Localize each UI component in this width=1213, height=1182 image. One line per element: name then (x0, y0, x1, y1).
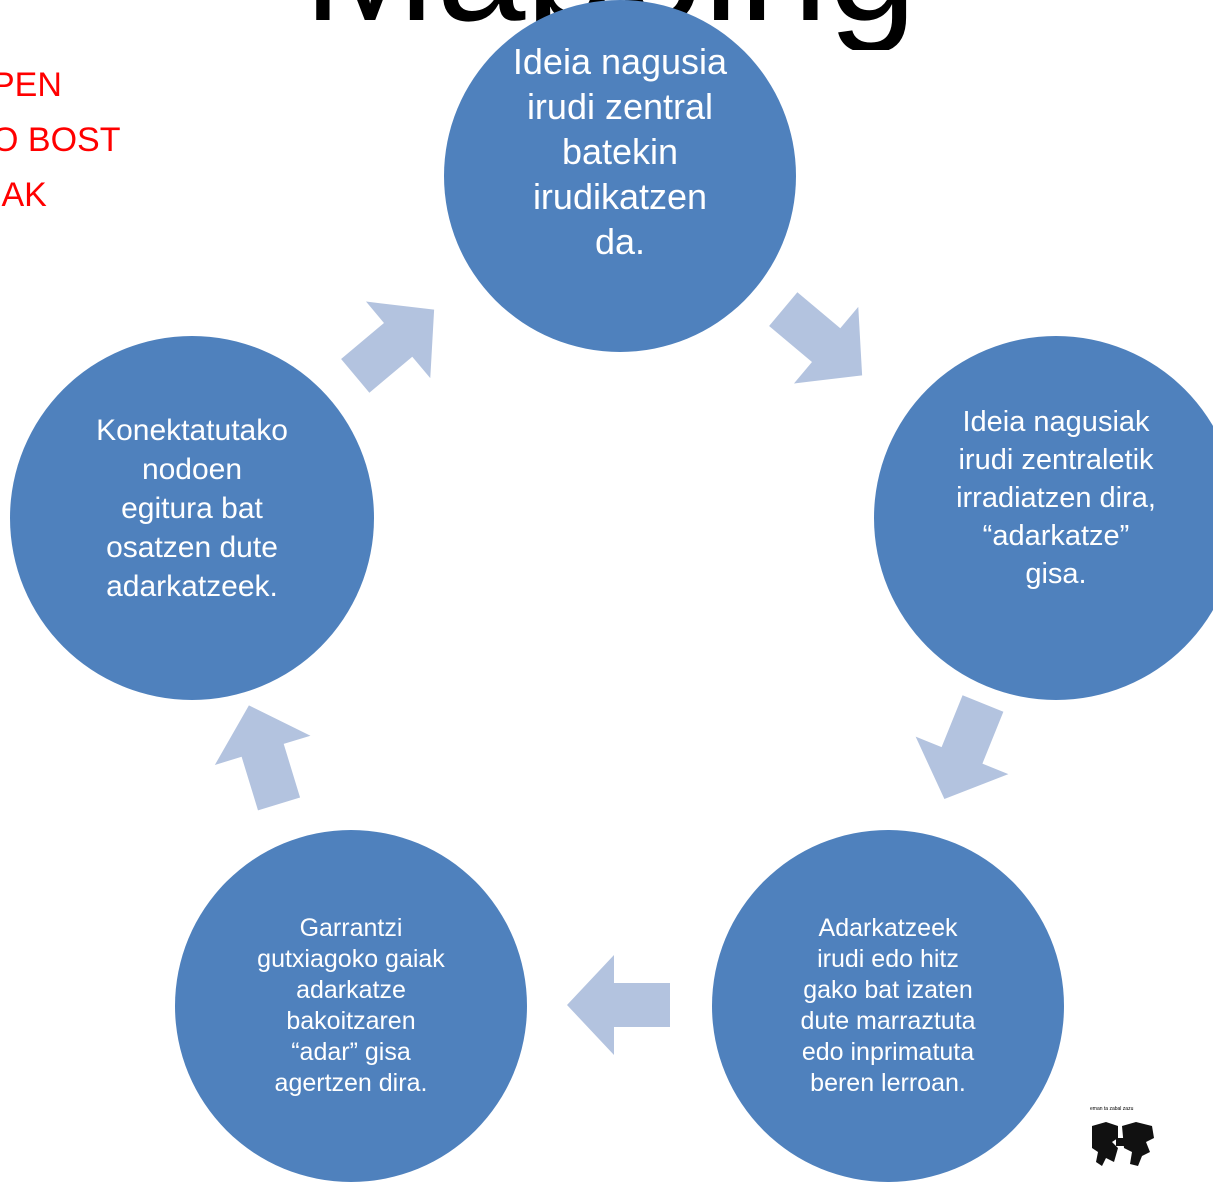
arrow-2-to-3 (915, 695, 1009, 799)
side-text-line: O BOST (0, 121, 121, 159)
side-text: PEN O BOST IAK (0, 58, 120, 223)
side-text-line: PEN (0, 66, 62, 104)
side-text-line: IAK (0, 176, 47, 214)
logo-caption: eman ta zabal zazu (1090, 1106, 1134, 1112)
node-label: Ideia nagusiak irudi zentraletik irradia… (956, 406, 1156, 590)
cycle-node-3: Adarkatzeek irudi edo hitz gako bat izat… (712, 830, 1064, 1182)
node-label: Garrantzi gutxiagoko gaiak adarkatze bak… (257, 914, 445, 1097)
node-label: Ideia nagusia irudi zentral batekin irud… (512, 40, 728, 262)
university-logo (1092, 1122, 1154, 1166)
cycle-node-1: Ideia nagusia irudi zentral batekin irud… (444, 0, 796, 352)
node-label: Konektatutako nodoen egitura bat osatzen… (96, 413, 288, 603)
cycle-node-2: Ideia nagusiak irudi zentraletik irradia… (874, 336, 1213, 700)
arrow-1-to-2 (769, 292, 863, 384)
arrow-4-to-5 (214, 705, 311, 811)
cycle-node-5: Konektatutako nodoen egitura bat osatzen… (10, 336, 374, 700)
cycle-node-4: Garrantzi gutxiagoko gaiak adarkatze bak… (175, 830, 527, 1182)
arrow-5-to-1 (341, 301, 435, 393)
arrow-3-to-4 (567, 955, 670, 1055)
node-label: Adarkatzeek irudi edo hitz gako bat izat… (800, 914, 976, 1097)
